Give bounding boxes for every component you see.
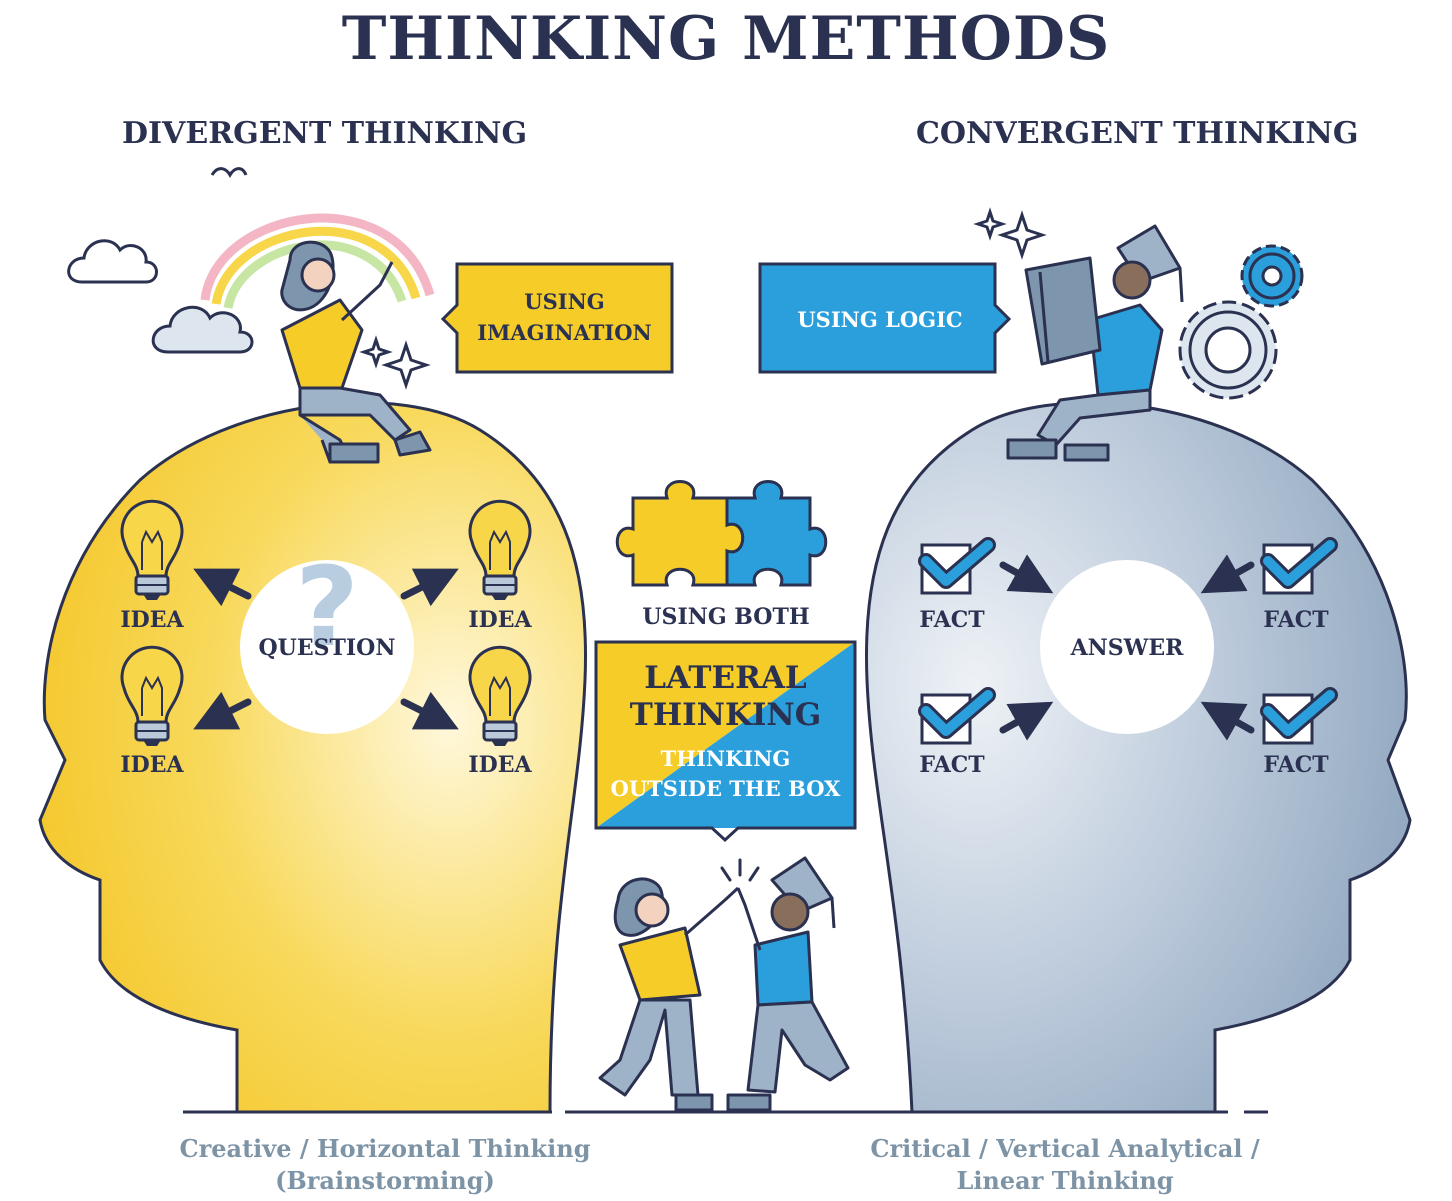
lateral-title-line1: LATERAL bbox=[644, 660, 807, 696]
answer-label: ANSWER bbox=[1070, 635, 1184, 661]
answer-circle bbox=[1040, 560, 1214, 734]
fact-label: FACT bbox=[919, 752, 985, 778]
divergent-arrows bbox=[193, 568, 459, 730]
imagination-callout bbox=[440, 262, 674, 374]
logic-callout bbox=[758, 262, 1012, 374]
lightbulb-icon bbox=[468, 499, 532, 600]
gear-icon bbox=[1178, 244, 1304, 400]
lightbulb-icon bbox=[468, 645, 532, 746]
logic-person bbox=[1006, 224, 1184, 462]
convergent-footer-line2: Linear Thinking bbox=[956, 1166, 1174, 1195]
fact-label: FACT bbox=[1263, 752, 1329, 778]
imagination-person bbox=[280, 240, 432, 464]
idea-label: IDEA bbox=[468, 607, 532, 633]
question-label: QUESTION bbox=[258, 635, 396, 661]
question-circle bbox=[240, 560, 414, 734]
convergent-heading: CONVERGENT THINKING bbox=[916, 116, 1359, 151]
imagination-callout-line1: USING bbox=[524, 289, 605, 314]
checkbox-icon bbox=[918, 537, 996, 595]
idea-label: IDEA bbox=[120, 752, 184, 778]
lateral-thinking-box bbox=[594, 640, 857, 843]
imagination-callout-line2: IMAGINATION bbox=[477, 320, 652, 345]
high-five-persons bbox=[598, 856, 850, 1112]
logic-callout-label: USING LOGIC bbox=[797, 307, 963, 332]
sparkle-icon bbox=[359, 207, 1047, 390]
divergent-footer-line2: (Brainstorming) bbox=[275, 1166, 495, 1195]
page-title: THINKING METHODS bbox=[341, 4, 1111, 74]
convergent-footer-line1: Critical / Vertical Analytical / bbox=[870, 1134, 1260, 1163]
checkbox-icon bbox=[1260, 537, 1338, 595]
checkbox-icon bbox=[1260, 687, 1338, 745]
fact-label: FACT bbox=[919, 607, 985, 633]
lightbulb-icon bbox=[120, 499, 184, 600]
lateral-title-line2: THINKING bbox=[629, 697, 822, 733]
lateral-title: LATERAL THINKING bbox=[596, 660, 855, 734]
lateral-subtitle-line1: THINKING bbox=[660, 746, 791, 771]
idea-label: IDEA bbox=[120, 607, 184, 633]
using-both-label: USING BOTH bbox=[642, 604, 810, 630]
divergent-heading: DIVERGENT THINKING bbox=[122, 116, 528, 151]
idea-label: IDEA bbox=[468, 752, 532, 778]
fact-label: FACT bbox=[1263, 607, 1329, 633]
lateral-subtitle: THINKING OUTSIDE THE BOX bbox=[596, 744, 855, 804]
convergent-arrows bbox=[999, 554, 1255, 741]
cloud-icon bbox=[67, 239, 254, 354]
divergent-footer-line1: Creative / Horizontal Thinking bbox=[179, 1134, 591, 1163]
divergent-footer: Creative / Horizontal Thinking (Brainsto… bbox=[160, 1133, 610, 1197]
bird-icon bbox=[210, 167, 248, 179]
lateral-subtitle-line2: OUTSIDE THE BOX bbox=[610, 776, 841, 801]
question-mark-icon: ? bbox=[295, 543, 359, 671]
checkbox-icon bbox=[918, 687, 996, 745]
lightbulb-icon bbox=[120, 645, 184, 746]
convergent-footer: Critical / Vertical Analytical / Linear … bbox=[850, 1133, 1280, 1197]
puzzle-icon bbox=[615, 480, 828, 587]
